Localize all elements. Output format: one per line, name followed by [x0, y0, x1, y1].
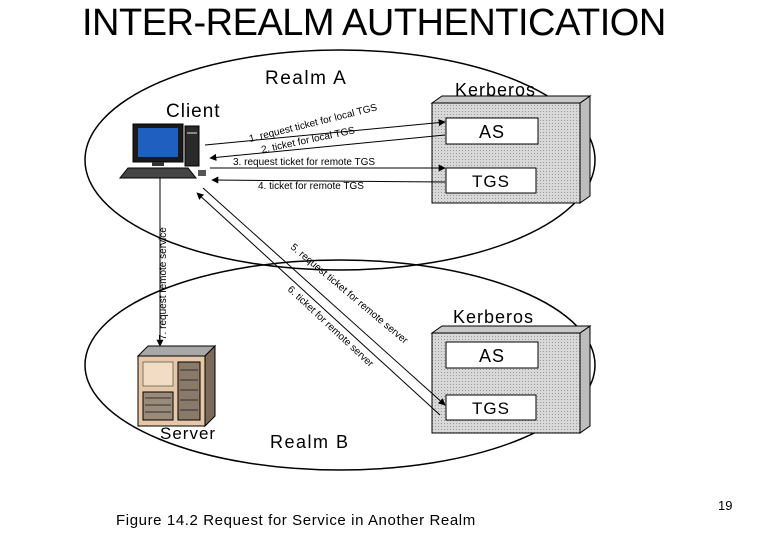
message-3-label: 3. request ticket for remote TGS — [233, 157, 375, 168]
as-b-box — [445, 341, 539, 369]
tgs-b-label: TGS — [472, 399, 510, 418]
arrow-2 — [209, 134, 446, 161]
realm-b-label: Realm B — [270, 432, 350, 452]
server-label: Server — [160, 424, 216, 443]
tgs-a-box — [445, 167, 537, 194]
figure-caption: Figure 14.2 Request for Service in Anoth… — [116, 512, 476, 529]
realm-a-ellipse — [84, 49, 596, 271]
as-a-box — [445, 117, 539, 145]
client-label: Client — [166, 101, 221, 122]
arrow-4 — [211, 176, 446, 184]
message-5-label: 5. request ticket for remote server — [288, 242, 410, 347]
as-a-label: AS — [479, 122, 505, 142]
arrow-5 — [202, 187, 446, 406]
message-4-label: 4. ticket for remote TGS — [258, 181, 364, 192]
message-7-label: 7. request remote service — [158, 227, 169, 340]
as-b-label: AS — [479, 346, 505, 366]
arrow-1 — [204, 119, 446, 146]
tgs-a-label: TGS — [472, 172, 510, 191]
arrow-6 — [196, 192, 441, 416]
page-number: 19 — [718, 498, 733, 513]
client-computer-icon — [118, 123, 206, 179]
realm-b-ellipse — [84, 259, 596, 471]
realm-a-label: Realm A — [265, 68, 347, 89]
kerberos-a-label: Kerberos — [455, 80, 536, 100]
tgs-b-box — [445, 394, 537, 421]
kerberos-b-label: Kerberos — [453, 307, 534, 327]
server-tower-icon — [136, 344, 217, 428]
page-title: INTER-REALM AUTHENTICATION — [82, 2, 666, 44]
